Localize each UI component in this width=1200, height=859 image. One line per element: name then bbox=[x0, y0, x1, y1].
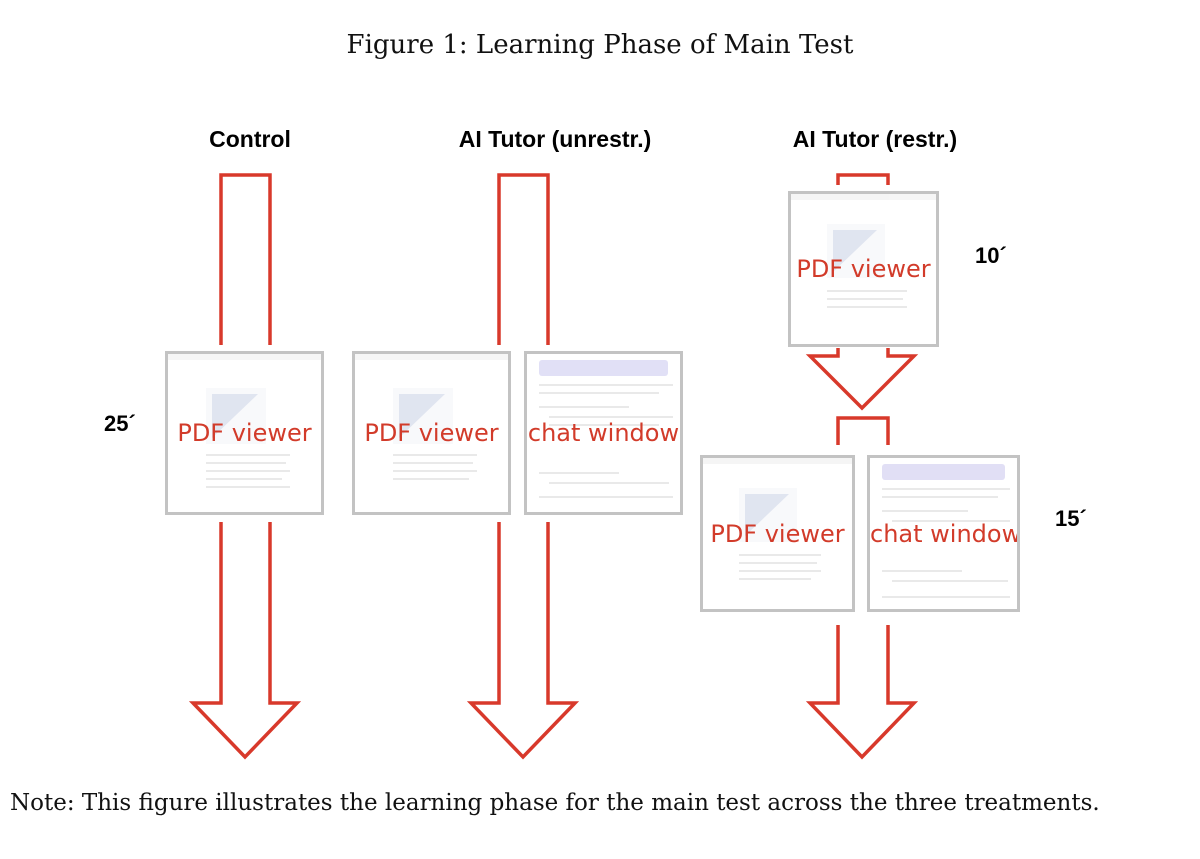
pdf-viewer-label: PDF viewer bbox=[177, 419, 312, 447]
unrestricted-top-shaft bbox=[497, 173, 550, 345]
control-duration: 25´ bbox=[104, 411, 136, 436]
unrestricted-title: AI Tutor (unrestr.) bbox=[458, 126, 652, 152]
pdf-viewer-label: PDF viewer bbox=[364, 419, 499, 447]
pdf-viewer-label: PDF viewer bbox=[710, 519, 845, 548]
chat-window-label: chat window bbox=[870, 519, 1020, 548]
unrestricted-down-arrow bbox=[466, 522, 580, 760]
control-pdf-viewer: PDF viewer bbox=[165, 351, 324, 515]
restricted-mid-arrow bbox=[805, 348, 919, 411]
unrestricted-chat-window: chat window bbox=[524, 351, 683, 515]
control-title: Control bbox=[209, 126, 291, 152]
restricted-top-stub bbox=[836, 173, 890, 185]
chat-thumbnail bbox=[527, 354, 680, 512]
restricted-phase2-chat-window: chat window bbox=[867, 455, 1020, 612]
pdf-page-thumbnail bbox=[791, 194, 936, 344]
pdf-page-thumbnail bbox=[355, 354, 508, 512]
restricted-phase2-pdf-viewer: PDF viewer bbox=[700, 455, 855, 612]
restricted-down-arrow bbox=[805, 625, 919, 760]
pdf-viewer-label: PDF viewer bbox=[796, 255, 931, 283]
restricted-phase1-duration: 10´ bbox=[975, 243, 1007, 268]
chat-thumbnail bbox=[870, 458, 1017, 609]
control-down-arrow bbox=[188, 522, 302, 760]
restricted-phase1-pdf-viewer: PDF viewer bbox=[788, 191, 939, 347]
figure-title: Figure 1: Learning Phase of Main Test bbox=[346, 30, 854, 60]
pdf-page-thumbnail bbox=[703, 458, 852, 609]
restricted-link-stub bbox=[836, 416, 890, 445]
chat-window-label: chat window bbox=[527, 419, 680, 447]
control-top-shaft bbox=[219, 173, 272, 345]
pdf-page-thumbnail bbox=[168, 354, 321, 512]
figure-note: Note: This figure illustrates the learni… bbox=[10, 790, 1100, 816]
restricted-phase2-duration: 15´ bbox=[1055, 506, 1087, 531]
unrestricted-pdf-viewer: PDF viewer bbox=[352, 351, 511, 515]
restricted-title: AI Tutor (restr.) bbox=[792, 126, 958, 152]
